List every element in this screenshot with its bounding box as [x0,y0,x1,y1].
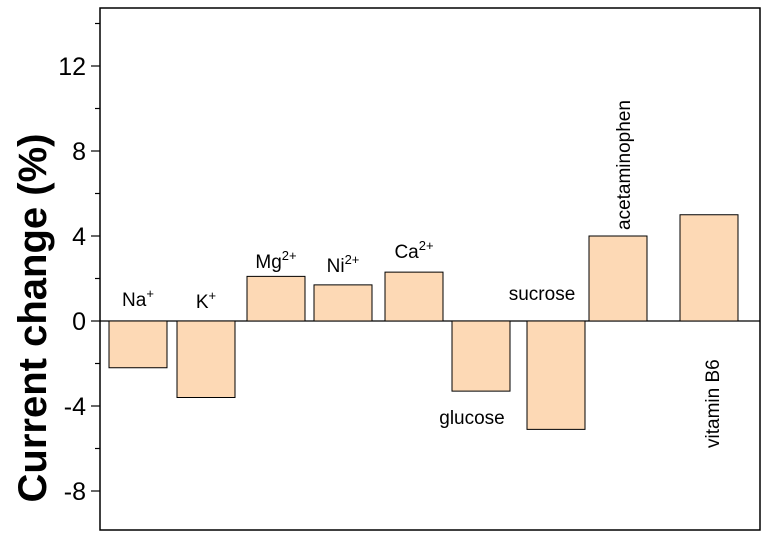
plot-frame [99,7,761,531]
bar-label: Mg2+ [255,248,296,273]
bar-label: K+ [196,288,216,313]
bar [526,320,586,430]
bar-label: Na+ [122,286,154,311]
bars [108,214,739,430]
y-tick-label: -4 [64,393,86,421]
bar [176,320,236,398]
y-tick-label: 0 [72,308,86,336]
bar [679,214,739,322]
bar-label: acetaminophen [614,100,635,230]
bar [313,284,373,322]
bar-label: glucose [439,408,505,429]
y-tick-label: -8 [64,478,86,506]
bar [108,320,168,369]
bar-label: vitamin B6 [703,359,724,448]
y-tick-label: 4 [72,223,86,251]
bar [384,271,444,322]
bar [451,320,511,392]
y-axis-label: Current change (%) [11,134,55,503]
bar-label: Ca2+ [394,238,433,263]
axes: -8 -4 0 4 8 12 [58,7,761,531]
y-tick-label: 8 [72,138,86,166]
y-tick-label: 12 [58,53,86,81]
bar [588,235,648,322]
bar [246,275,306,322]
bar-label: sucrose [509,284,576,305]
bar-labels: Na+ K+ Mg2+ Ni2+ Ca2+ glucose sucrose acetamino… [122,100,724,448]
bar-label: Ni2+ [327,252,360,277]
